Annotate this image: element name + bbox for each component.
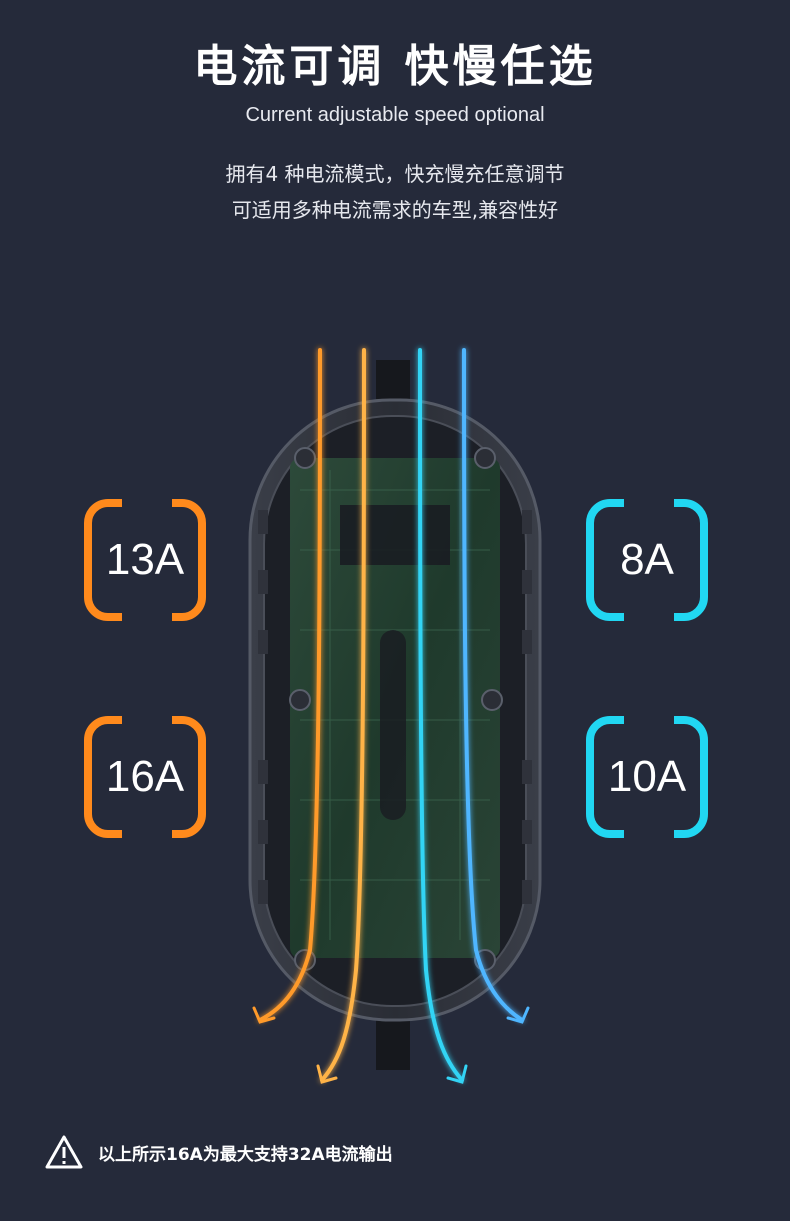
footer-text: 以上所示16A为最大支持32A电流输出 bbox=[98, 1144, 393, 1165]
mode-badge-13a: 13A bbox=[84, 498, 206, 622]
description-line-1: 拥有4 种电流模式，快充慢充任意调节 bbox=[225, 162, 565, 186]
footer-note: 以上所示16A为最大支持32A电流输出 bbox=[44, 1132, 393, 1172]
page-subtitle: Current adjustable speed optional bbox=[245, 104, 545, 126]
page-title: 电流可调 快慢任选 bbox=[193, 41, 597, 92]
mode-label: 10A bbox=[607, 752, 687, 801]
mode-label: 16A bbox=[105, 752, 185, 801]
charger-device-illustration bbox=[248, 348, 542, 1084]
mode-badge-16a: 16A bbox=[84, 715, 206, 839]
warning-icon bbox=[45, 1135, 83, 1169]
mode-label: 8A bbox=[620, 535, 674, 584]
description-line-2: 可适用多种电流需求的车型,兼容性好 bbox=[231, 198, 559, 222]
mode-badge-8a: 8A bbox=[586, 498, 708, 622]
mode-badge-10a: 10A bbox=[586, 715, 708, 839]
mode-label: 13A bbox=[105, 535, 185, 584]
